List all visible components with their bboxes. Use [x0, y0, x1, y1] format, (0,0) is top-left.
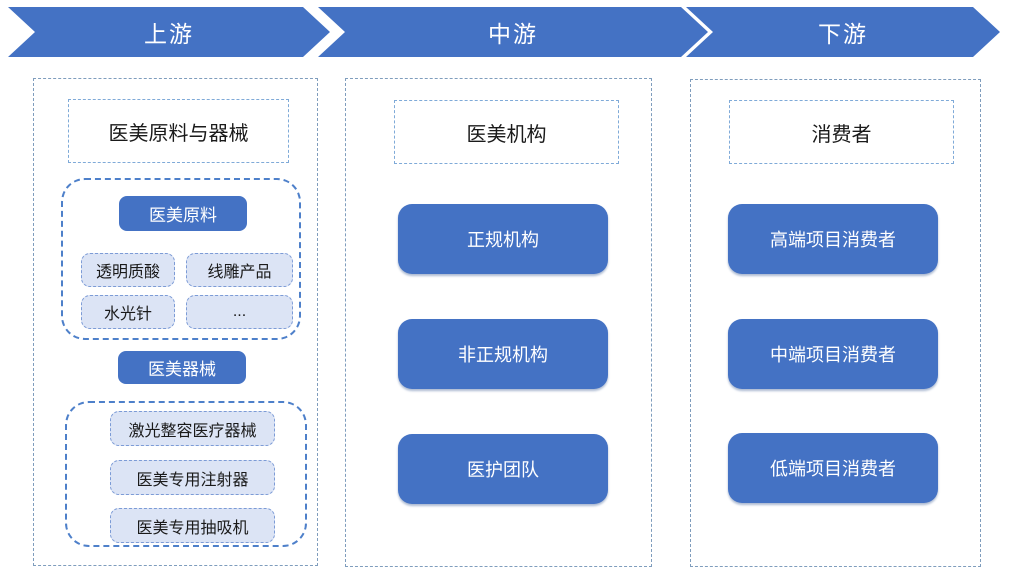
box-label: 低端项目消费者 — [770, 459, 896, 479]
devices-group: 激光整容医疗器械 医美专用注射器 医美专用抽吸机 — [65, 401, 307, 547]
devices-header-label: 医美器械 — [148, 360, 216, 379]
chip-label: 医美专用抽吸机 — [136, 519, 249, 537]
material-chip-thread-products: 线雕产品 — [186, 253, 293, 287]
downstream-box-highend-consumers: 高端项目消费者 — [728, 204, 938, 274]
stage-chevron-downstream: 下游 — [686, 7, 1000, 57]
midstream-title-box: 医美机构 — [394, 100, 619, 164]
device-chip-suction-machine: 医美专用抽吸机 — [110, 508, 275, 543]
chip-label: 激光整容医疗器械 — [128, 422, 257, 440]
box-label: 非正规机构 — [458, 345, 548, 365]
material-chip-ellipsis: ... — [186, 295, 293, 329]
box-label: 中端项目消费者 — [770, 345, 896, 365]
devices-header-pill: 医美器械 — [118, 351, 246, 384]
chip-label: 线雕产品 — [207, 264, 272, 281]
stage-label-downstream: 下游 — [818, 21, 868, 47]
chip-label: ... — [232, 303, 247, 320]
column-upstream: 医美原料与器械 医美原料 透明质酸 线雕产品 水光针 ... 医美器械 — [33, 78, 318, 566]
material-chip-hyaluronic-acid: 透明质酸 — [81, 253, 175, 287]
stage-chevron-midstream: 中游 — [318, 7, 708, 57]
chip-label: 医美专用注射器 — [136, 471, 249, 489]
materials-group: 医美原料 透明质酸 线雕产品 水光针 ... — [61, 178, 301, 340]
chip-label: 透明质酸 — [95, 264, 160, 281]
upstream-title: 医美原料与器械 — [108, 122, 249, 145]
midstream-box-medical-team: 医护团队 — [398, 434, 608, 504]
downstream-title-box: 消费者 — [729, 100, 954, 164]
column-midstream: 医美机构 正规机构 非正规机构 医护团队 — [345, 78, 652, 567]
device-chip-injector: 医美专用注射器 — [110, 460, 275, 495]
downstream-box-lowend-consumers: 低端项目消费者 — [728, 433, 938, 503]
midstream-box-regular-institutions: 正规机构 — [398, 204, 608, 274]
downstream-title: 消费者 — [811, 123, 872, 146]
stage-label-upstream: 上游 — [144, 21, 194, 47]
device-chip-laser-equipment: 激光整容医疗器械 — [110, 411, 275, 446]
box-label: 正规机构 — [467, 230, 539, 250]
materials-header-pill: 医美原料 — [119, 196, 247, 231]
upstream-title-box: 医美原料与器械 — [68, 99, 289, 163]
downstream-box-midend-consumers: 中端项目消费者 — [728, 319, 938, 389]
stage-label-midstream: 中游 — [488, 21, 538, 47]
chip-label: 水光针 — [103, 306, 152, 323]
materials-header-label: 医美原料 — [149, 206, 217, 225]
column-downstream: 消费者 高端项目消费者 中端项目消费者 低端项目消费者 — [690, 79, 981, 567]
box-label: 医护团队 — [467, 460, 539, 480]
box-label: 高端项目消费者 — [770, 230, 896, 250]
stage-chevron-upstream: 上游 — [8, 7, 330, 57]
midstream-title: 医美机构 — [466, 123, 547, 146]
material-chip-mesotherapy: 水光针 — [81, 295, 175, 329]
midstream-box-irregular-institutions: 非正规机构 — [398, 319, 608, 389]
